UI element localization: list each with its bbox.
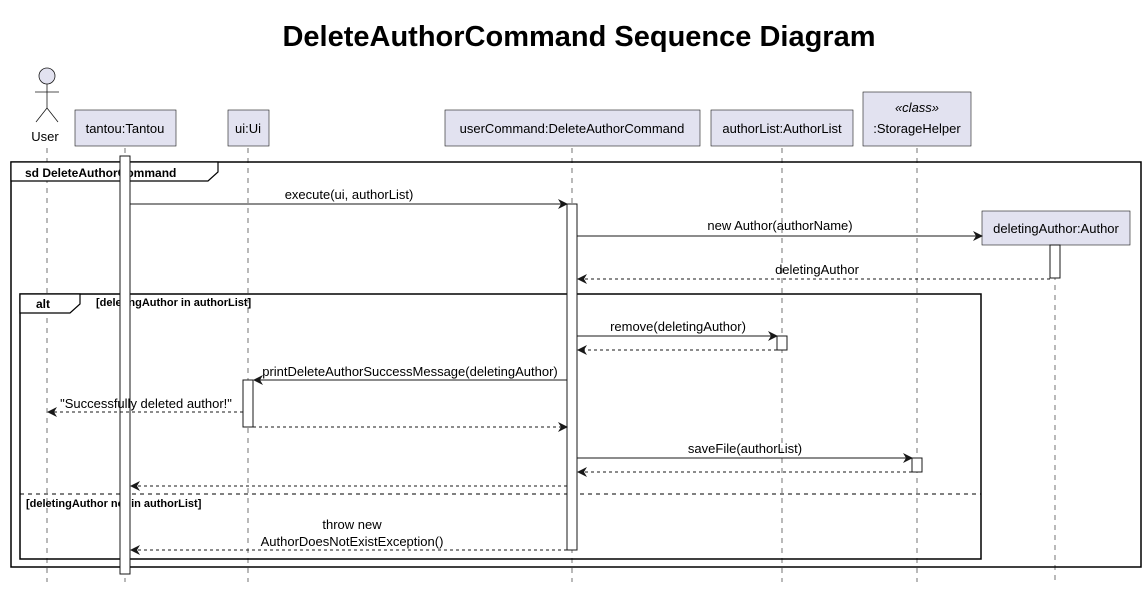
message-return-deleting-author: deletingAuthor [577, 262, 1050, 284]
message-label-line-2: AuthorDoesNotExistException() [261, 534, 444, 549]
message-label: printDeleteAuthorSuccessMessage(deleting… [262, 364, 558, 379]
message-remove: remove(deletingAuthor) [577, 319, 778, 341]
outer-frame: sd DeleteAuthorCommand [10, 161, 1142, 568]
alt-frame: alt [deletingAuthor in authorList] [dele… [19, 293, 982, 560]
alt-guard-1: [deletingAuthor in authorList] [96, 297, 252, 309]
message-label: saveFile(authorList) [688, 441, 802, 456]
activation-ui [242, 379, 254, 428]
activation-author [1049, 244, 1061, 279]
participant-ui: ui:Ui [227, 109, 270, 147]
participant-author: deletingAuthor:Author [981, 210, 1131, 246]
alt-guard-2: [deletingAuthor not in authorList] [26, 498, 202, 510]
diagram-title: DeleteAuthorCommand Sequence Diagram [282, 21, 875, 53]
message-label: new Author(authorName) [707, 218, 852, 233]
message-success-output: "Successfully deleted author!" [47, 396, 243, 417]
message-label-line-1: throw new [322, 517, 382, 532]
actor-head-icon [38, 67, 56, 85]
participant-authorlist: authorList:AuthorList [710, 109, 854, 147]
message-print-success: printDeleteAuthorSuccessMessage(deleting… [253, 364, 567, 385]
message-throw-exception: throw new AuthorDoesNotExistException() [130, 517, 567, 555]
activation-authorlist [776, 335, 788, 351]
message-label: "Successfully deleted author!" [60, 396, 232, 411]
participant-tantou: tantou:Tantou [74, 109, 177, 147]
activation-tantou [119, 155, 131, 575]
alt-keyword: alt [36, 297, 50, 311]
user-actor: User [31, 67, 59, 144]
participant-cmd: userCommand:DeleteAuthorCommand [444, 109, 701, 147]
message-label: deletingAuthor [775, 262, 860, 277]
participant-storage: «class» :StorageHelper [862, 91, 972, 147]
participant-label: userCommand:DeleteAuthorCommand [460, 121, 685, 136]
message-label: execute(ui, authorList) [285, 187, 414, 202]
participant-label: tantou:Tantou [86, 121, 165, 136]
message-save-file: saveFile(authorList) [577, 441, 913, 463]
participant-label: :StorageHelper [873, 121, 961, 136]
activation-cmd [566, 203, 578, 551]
participant-label: authorList:AuthorList [722, 121, 842, 136]
message-execute: execute(ui, authorList) [130, 187, 568, 209]
outer-frame-keyword: sd DeleteAuthorCommand [25, 166, 176, 180]
activation-storage [911, 457, 923, 473]
participant-label: ui:Ui [235, 121, 261, 136]
message-label: remove(deletingAuthor) [610, 319, 746, 334]
actor-label: User [31, 129, 59, 144]
message-new-author: new Author(authorName) [577, 218, 983, 241]
participant-stereotype: «class» [895, 100, 939, 115]
participant-label: deletingAuthor:Author [993, 221, 1119, 236]
